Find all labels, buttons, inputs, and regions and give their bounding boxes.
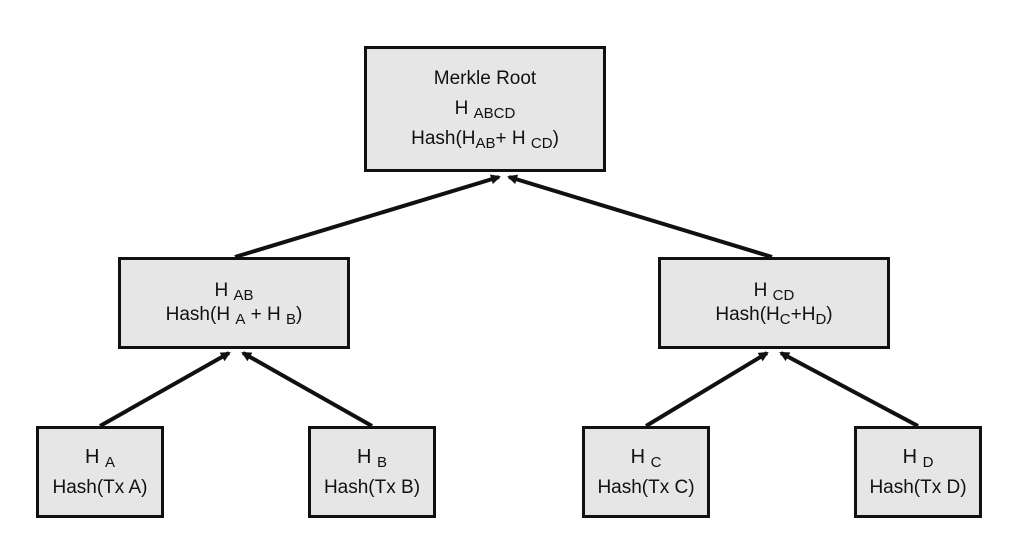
hash-b-label: H B (357, 445, 387, 470)
formula-prefix: Hash(H (411, 127, 476, 149)
hash-subscript: ABCD (473, 105, 516, 123)
hash-subscript: A (105, 453, 116, 471)
hash-c-node: H C Hash(Tx C) (582, 426, 710, 518)
hash-prefix: H (902, 445, 918, 468)
formula-prefix: Hash(H (165, 304, 231, 325)
hash-ab-node: H AB Hash(H A + H B) (118, 257, 350, 349)
formula-subscript-2: D (815, 311, 827, 328)
hash-d-label: H D (903, 445, 934, 470)
formula-suffix: ) (552, 127, 559, 149)
hash-subscript: CD (772, 287, 795, 305)
merkle-root-title: Merkle Root (433, 68, 537, 90)
hash-cd-node: H CD Hash(HC+HD) (658, 257, 890, 349)
hash-ab-formula: Hash(H A + H B) (166, 303, 303, 327)
formula-subscript-2: CD (530, 134, 553, 152)
hash-prefix: H (630, 445, 646, 468)
hash-subscript: AB (233, 287, 254, 305)
merkle-root-hash-label: H ABCD (455, 97, 516, 121)
hash-d-node: H D Hash(Tx D) (854, 426, 982, 518)
hash-prefix: H (356, 445, 372, 468)
formula-suffix: ) (826, 304, 833, 325)
formula-subscript-1: A (235, 311, 246, 328)
hash-subscript: D (922, 453, 934, 471)
hash-c-label: H C (631, 445, 662, 470)
formula-subscript-2: B (286, 311, 297, 328)
formula-subscript-1: AB (475, 134, 496, 152)
edge-ha-to-hab (99, 351, 231, 428)
edge-hb-to-hab (241, 351, 373, 428)
hash-d-formula: Hash(Tx D) (869, 476, 967, 498)
edge-hc-to-hcd (644, 351, 769, 428)
hash-b-node: H B Hash(Tx B) (308, 426, 436, 518)
merkle-root-formula: Hash(HAB+ H CD) (411, 127, 559, 151)
hash-prefix: H (753, 280, 768, 302)
hash-subscript: C (650, 453, 662, 471)
hash-prefix: H (214, 280, 229, 302)
merkle-root-node: Merkle Root H ABCD Hash(HAB+ H CD) (364, 46, 606, 172)
hash-cd-formula: Hash(HC+HD) (715, 303, 832, 327)
hash-a-label: H A (85, 445, 115, 470)
formula-middle: +H (790, 304, 816, 325)
hash-ab-label: H AB (214, 279, 253, 303)
hash-b-formula: Hash(Tx B) (323, 476, 421, 498)
formula-middle: + H (495, 127, 526, 149)
hash-a-formula: Hash(Tx A) (52, 476, 148, 498)
hash-prefix: H (454, 98, 469, 120)
edge-hab-to-root (234, 174, 501, 259)
hash-prefix: H (84, 445, 100, 468)
hash-c-formula: Hash(Tx C) (597, 476, 695, 498)
formula-middle: + H (250, 304, 281, 325)
formula-subscript-1: C (779, 311, 791, 328)
hash-subscript: B (377, 453, 388, 471)
hash-cd-label: H CD (754, 279, 795, 303)
edge-hcd-to-root (507, 174, 773, 259)
hash-a-node: H A Hash(Tx A) (36, 426, 164, 518)
formula-suffix: ) (296, 304, 303, 325)
edge-hd-to-hcd (779, 351, 919, 428)
formula-prefix: Hash(H (715, 304, 780, 325)
